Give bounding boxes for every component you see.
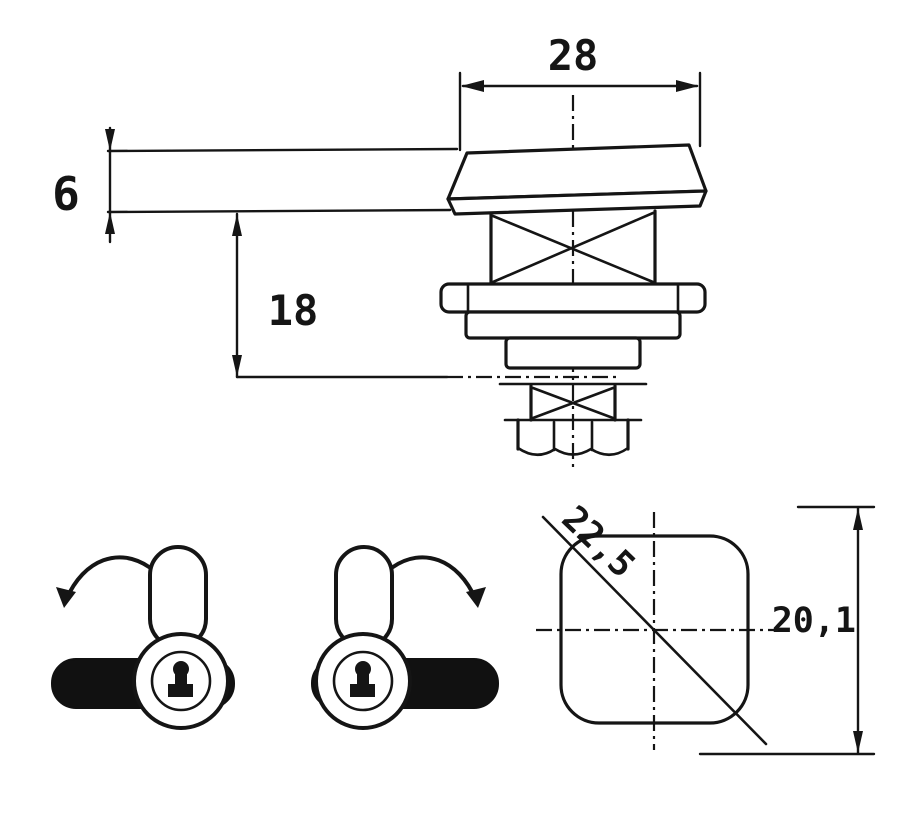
arrowhead-icon: [232, 355, 242, 377]
key-icon: [334, 545, 394, 649]
flange-middle: [464, 310, 682, 340]
lock-cap-rim: [446, 189, 708, 216]
rotation-arrow-ccw-icon: [64, 555, 151, 602]
lock-shaft-and-nut: [498, 382, 648, 457]
lock-neck: [489, 209, 657, 286]
flange-lower: [504, 336, 642, 370]
dimension-cap-height: 6: [52, 126, 459, 244]
arrowhead-icon: [676, 80, 699, 92]
rotation-cw-illustration: [311, 545, 499, 730]
arrowhead-icon: [105, 212, 115, 234]
nut-scalloped-bottom: [516, 446, 630, 457]
arrowhead-icon: [232, 214, 242, 236]
dimension-label-20-1: 20,1: [772, 601, 856, 641]
extension-line: [106, 208, 452, 214]
dimension-label-6: 6: [52, 167, 80, 221]
flange-wide: [439, 282, 707, 314]
extension-line: [106, 147, 459, 153]
rotation-ccw-illustration: [51, 545, 235, 730]
neck-cross-line: [491, 214, 655, 284]
keyway-icon: [350, 669, 375, 697]
hole-outline: [559, 534, 750, 725]
arrowhead-icon: [853, 731, 863, 753]
cylinder-core: [332, 650, 394, 712]
arrowhead-icon: [461, 80, 484, 92]
arrowhead-icon: [853, 508, 863, 530]
dimension-body-depth: 18: [232, 212, 620, 379]
mounting-hole-view: 22,5: [536, 499, 774, 750]
dimension-head-width: 28: [458, 31, 702, 152]
neck-cross-line: [491, 211, 655, 284]
hole-diagonal-line: [541, 515, 768, 746]
dimension-hole-height: 20,1: [698, 505, 876, 756]
mounting-flange-stack: [439, 282, 707, 370]
front-elevation-view: [439, 95, 708, 468]
cylinder-core: [150, 650, 212, 712]
key-icon: [148, 545, 208, 649]
dimension-label-28: 28: [548, 31, 599, 80]
shaft-cross-line: [531, 386, 615, 420]
arrowhead-icon: [105, 129, 115, 151]
keyway-icon: [168, 669, 193, 697]
rotation-arrow-cw-icon: [391, 555, 478, 602]
arrowhead-icon: [466, 587, 486, 608]
dimension-label-18: 18: [268, 286, 319, 335]
arrowhead-icon: [56, 587, 76, 608]
